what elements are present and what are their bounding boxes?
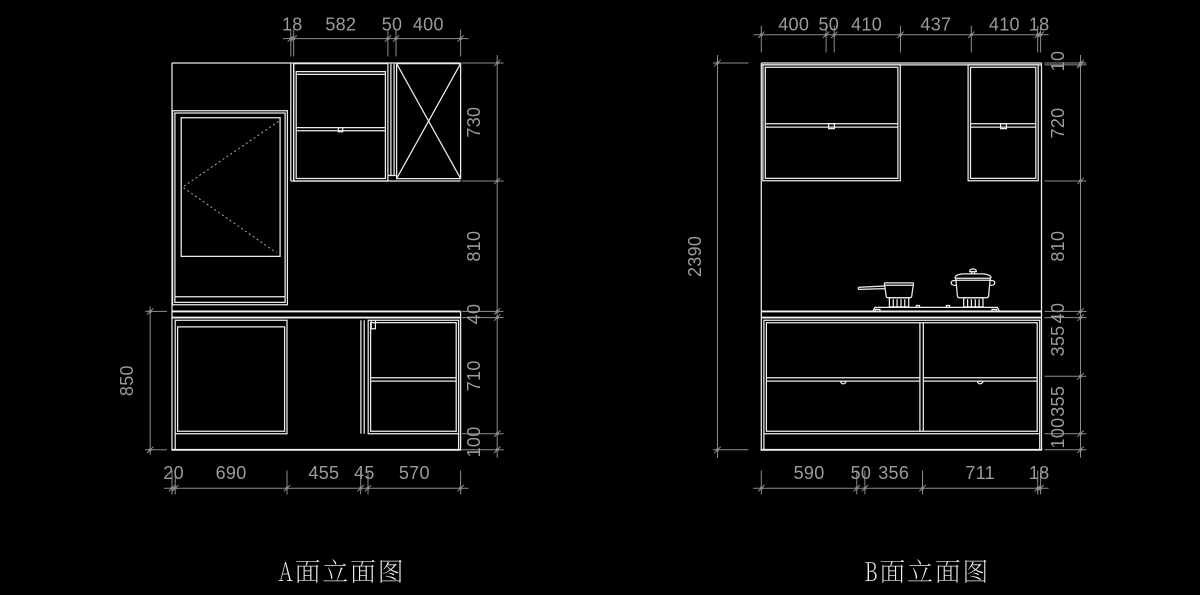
dim-label: 355: [1048, 326, 1068, 357]
dim-label: 18: [282, 14, 303, 34]
dim-label: 720: [1048, 108, 1068, 139]
dim-label: 410: [989, 14, 1020, 34]
b-dim-chain-right-lines: [1044, 55, 1087, 458]
a-dim-chain-top: [282, 29, 469, 57]
a-wall-cabinet-linework: [293, 62, 389, 182]
b-dim-chain-top: [753, 25, 1049, 53]
b-left-wall-cabinet: [762, 64, 901, 182]
a-tall-cabinet-linework: [171, 110, 289, 306]
dim-label: 711: [965, 463, 995, 483]
dim-label: 20: [163, 463, 184, 483]
b-base-cabinet: [763, 319, 1041, 450]
saucepan-icon: [857, 282, 915, 299]
a-dim-chain-left-lines: [145, 306, 167, 455]
b-cooktop-scene: [857, 268, 1001, 312]
dim-label: 730: [464, 107, 484, 138]
dim-label: 810: [1048, 231, 1068, 262]
a-tall-cabinet: [171, 110, 289, 306]
a-dim-chain-bottom: [164, 470, 469, 495]
dim-label: 850: [117, 365, 137, 396]
b-room-outline: [760, 62, 1043, 450]
titles: A面立面图 B面立面图: [278, 559, 987, 583]
dimension-labels: 18 582 50 400 730 810 40 710 100 850 20 …: [117, 14, 1068, 483]
dim-label: 582: [325, 14, 356, 34]
b-right-wall-cabinet-linework: [967, 64, 1039, 182]
dim-label: 355: [1048, 386, 1068, 417]
b-dim-chain-bottom: [753, 470, 1049, 495]
dim-label: 100: [464, 426, 484, 457]
a-tall-cabinet-door-swing: [181, 120, 279, 254]
b-dim-chain-top-dots: [760, 33, 1042, 37]
dim-label: 437: [920, 14, 951, 34]
dim-label: 590: [794, 463, 825, 483]
a-dim-chain-left: [145, 306, 167, 455]
b-left-wall-cabinet-handle-icon: [827, 123, 836, 130]
a-countertop-lines: [172, 310, 461, 319]
dim-label: 10: [1048, 51, 1068, 72]
b-dim-chain-left: [712, 55, 749, 458]
title-b-glyphs: [865, 559, 987, 583]
title-a-glyphs: [278, 559, 402, 583]
dim-label: 455: [308, 463, 339, 483]
a-wall-cabinet-handle-icon: [337, 126, 344, 133]
dim-label: 356: [878, 463, 909, 483]
dim-label: 45: [354, 463, 375, 483]
a-gap-channel-lines: [388, 63, 396, 177]
a-dim-chain-right: [461, 55, 504, 458]
b-dim-chain-right: [1044, 55, 1087, 458]
dim-label: 100: [1048, 418, 1068, 449]
dim-label: 50: [818, 14, 839, 34]
dim-label: 50: [382, 14, 403, 34]
dim-label: 710: [464, 360, 484, 391]
b-left-wall-cabinet-linework: [762, 64, 901, 182]
a-wall-cabinet: [293, 62, 389, 182]
dim-label: 2390: [685, 236, 705, 277]
elevation-a: [171, 62, 462, 451]
b-drawer-handle-icons: [839, 380, 984, 385]
dim-label: 400: [413, 14, 444, 34]
b-dim-chain-bottom-lines: [753, 470, 1049, 495]
dim-label: 18: [1029, 463, 1050, 483]
b-right-wall-cabinet-handle-icon: [999, 123, 1008, 130]
dim-label: 40: [464, 304, 484, 325]
stockpot-icon: [950, 268, 996, 299]
dim-label: 50: [851, 463, 872, 483]
dim-label: 690: [216, 463, 247, 483]
a-base-cabinets-linework: [174, 311, 462, 450]
a-crossed-cabinet: [395, 62, 462, 180]
dim-label: 810: [464, 231, 484, 262]
b-right-wall-cabinet: [967, 64, 1039, 182]
elevation-b: [760, 62, 1043, 451]
a-dim-chain-right-lines: [461, 55, 504, 458]
dim-label: 570: [399, 463, 430, 483]
dim-label: 40: [1048, 303, 1068, 324]
dim-label: 18: [1029, 14, 1050, 34]
a-dim-chain-top-lines: [282, 29, 469, 57]
dim-label: 410: [851, 14, 882, 34]
dimension-chains: [145, 25, 1087, 495]
a-dim-chain-bottom-lines: [164, 470, 469, 495]
dim-label: 400: [778, 14, 809, 34]
